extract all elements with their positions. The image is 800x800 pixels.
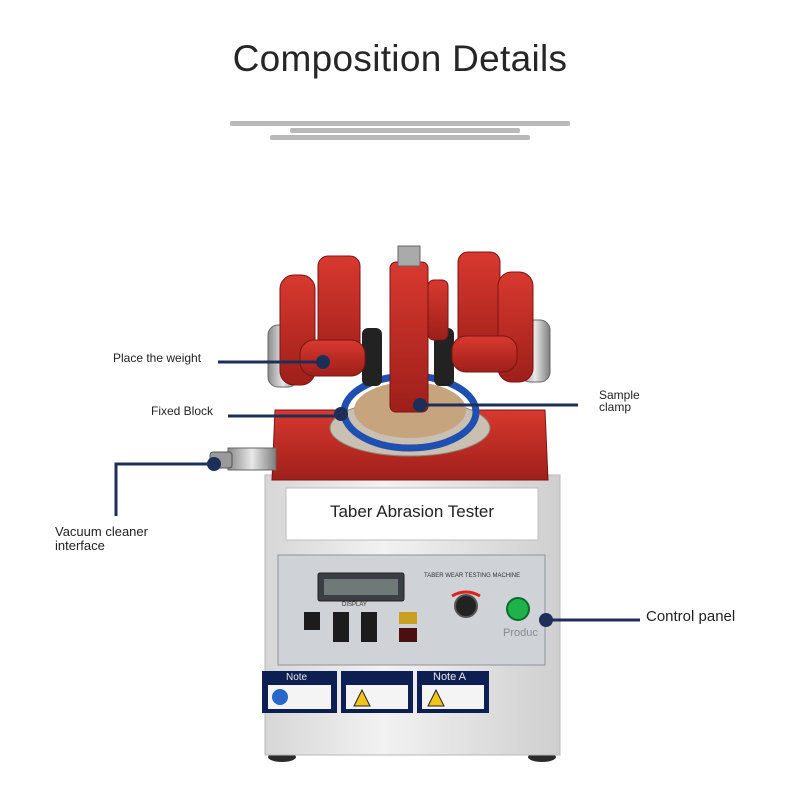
leader-lines bbox=[114, 360, 640, 622]
callout-control-panel: Control panel bbox=[646, 608, 736, 625]
fine-print-line bbox=[230, 121, 570, 126]
arm-left-hub bbox=[299, 339, 366, 377]
counter-digit bbox=[304, 612, 320, 630]
speed-arc-icon bbox=[451, 590, 481, 598]
callout-vacuum-line2: interface bbox=[55, 538, 105, 553]
counter-digit bbox=[361, 612, 377, 642]
arm-right-hub bbox=[451, 335, 518, 373]
start-button[interactable] bbox=[506, 597, 530, 621]
fine-print-line bbox=[270, 135, 530, 140]
note-label: Note bbox=[286, 672, 308, 683]
warning-icon bbox=[427, 688, 445, 707]
control-panel bbox=[277, 554, 546, 666]
callout-dot bbox=[334, 407, 348, 421]
indicator-lamp bbox=[399, 612, 417, 624]
counter-digit bbox=[333, 612, 349, 642]
speed-knob[interactable] bbox=[454, 594, 478, 618]
info-icon bbox=[272, 689, 288, 705]
abrasion-wheel bbox=[434, 328, 454, 386]
display-screen bbox=[324, 579, 398, 595]
center-post bbox=[389, 261, 429, 413]
callout-sample-line1: Sample bbox=[599, 388, 640, 402]
abrasion-wheel bbox=[362, 328, 382, 386]
panel-caption: TABER WEAR TESTING MACHINE bbox=[424, 573, 521, 579]
indicator-lamp bbox=[399, 628, 417, 642]
nameplate bbox=[285, 487, 539, 541]
nameplate-text: Taber Abrasion Tester bbox=[329, 502, 495, 521]
arm-link bbox=[427, 279, 449, 341]
callout-vacuum-line1: Vacuum cleaner bbox=[55, 524, 148, 539]
callout-dot bbox=[316, 355, 330, 369]
note-a-label: Note A bbox=[433, 671, 467, 683]
callout-sample-line2: clamp bbox=[599, 400, 632, 414]
callout-dot bbox=[207, 457, 221, 471]
callout-fixed-block: Fixed Block bbox=[151, 404, 214, 418]
page-title: Composition Details bbox=[232, 38, 568, 79]
display-label: DISPLAY bbox=[342, 602, 367, 608]
post-cap bbox=[397, 245, 421, 267]
product-label: Produc bbox=[503, 627, 538, 639]
callout-place-weight: Place the weight bbox=[113, 351, 202, 365]
callout-dot bbox=[539, 613, 553, 627]
callout-dot bbox=[413, 398, 427, 412]
warning-icon bbox=[353, 688, 371, 707]
vacuum-port bbox=[227, 447, 277, 471]
fine-print-line bbox=[290, 128, 520, 133]
